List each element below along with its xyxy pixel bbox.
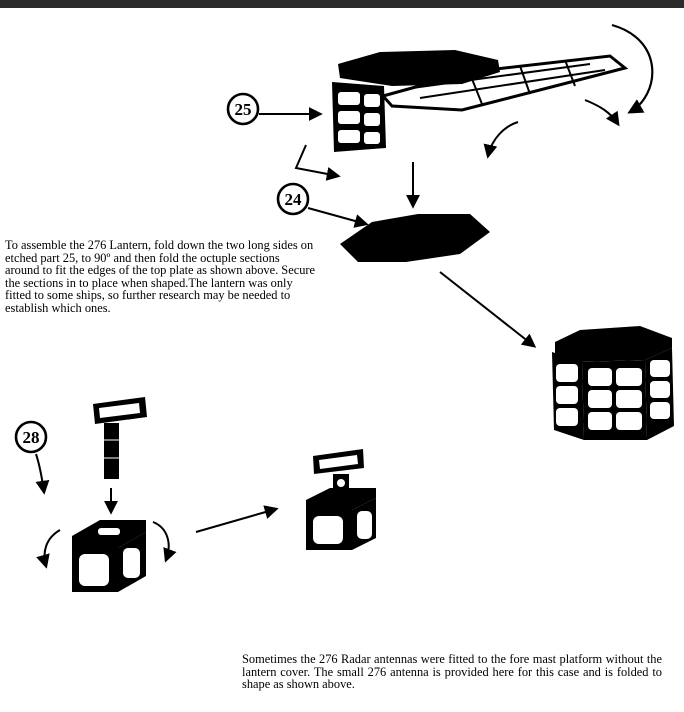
callout-28-arrow (35, 453, 50, 495)
fold-arrow-left-28 (36, 529, 61, 569)
fold-arrow-right-curve (611, 23, 654, 114)
antenna-base-flat (72, 520, 146, 592)
top-border-bar (0, 0, 684, 8)
fold-arrow-down-right (584, 99, 620, 127)
fold-arrow-left-hook (294, 144, 341, 181)
antenna-part-28-flat (93, 397, 147, 479)
assembled-lantern (552, 326, 674, 440)
assembled-antenna (306, 449, 376, 550)
fold-arrow-down-mid (483, 121, 519, 159)
callout-24-label: 24 (285, 190, 303, 209)
callout-28-label: 28 (23, 428, 40, 447)
callout-28: 28 (14, 420, 48, 454)
callout-25: 25 (226, 92, 260, 126)
arrow-to-assembled-antenna (195, 505, 279, 533)
lantern-instructions: To assemble the 276 Lantern, fold down t… (5, 238, 316, 315)
fold-arrow-right-28 (152, 521, 177, 563)
arrow-to-assembled-lantern (439, 271, 537, 348)
callout-24-arrow (307, 207, 369, 228)
radar-antenna-note: Sometimes the 276 Radar antennas were fi… (242, 652, 662, 692)
callout-24: 24 (276, 182, 310, 216)
top-plate-25 (338, 50, 500, 86)
callout-25-label: 25 (235, 100, 252, 119)
etched-part-25 (332, 50, 629, 152)
top-plate-24 (340, 214, 490, 262)
